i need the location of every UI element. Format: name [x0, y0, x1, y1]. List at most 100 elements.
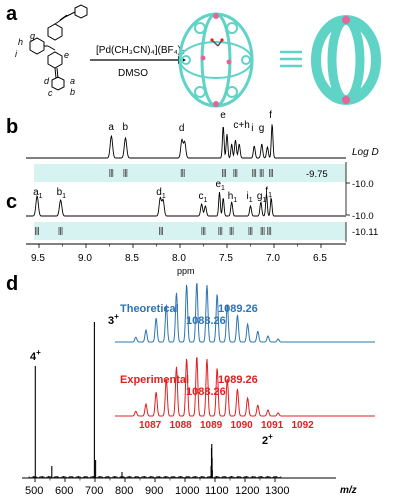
ligand-label-a: a	[70, 76, 75, 86]
mz-tick-label: 1000	[175, 485, 199, 497]
dosy-spot	[259, 169, 261, 177]
peak-label-b: d	[179, 123, 185, 134]
dosy-spot	[180, 169, 182, 177]
dosy-spot	[232, 227, 234, 235]
dosy-spot	[269, 169, 270, 177]
mz-tick-label: 1200	[235, 485, 259, 497]
nmr-spectrum-b	[26, 124, 346, 159]
dosy-spot	[126, 169, 128, 177]
ref-value-c: -10.0	[352, 211, 374, 222]
isotope-tick-label: 1089	[200, 420, 223, 431]
dosy-signals-b	[109, 169, 273, 177]
dosy-spot	[110, 169, 112, 177]
dosy-spot	[160, 227, 162, 235]
ppm-tick-label: 8.0	[172, 253, 186, 264]
dosy-spot	[182, 169, 184, 177]
dosy-spot	[272, 169, 273, 177]
ppm-tick-label: 8.5	[125, 253, 139, 264]
dosy-spot	[252, 169, 254, 177]
ion-3-label: 3+	[108, 312, 119, 327]
cage-structure	[178, 12, 254, 108]
solvent-label: DMSO	[118, 68, 148, 79]
ppm-axis-label: ppm	[177, 266, 195, 276]
ligand-label-d: d	[44, 76, 50, 86]
ligand-label-b: b	[70, 87, 75, 97]
dosy-spot	[268, 227, 270, 235]
dosy-spot	[270, 169, 272, 177]
dosy-spot	[112, 169, 114, 177]
panel-label-d: d	[6, 273, 18, 295]
isotope-tick-label: 1091	[261, 420, 284, 431]
theoretical-label: Theoretical	[120, 303, 179, 315]
dosy-value-b: -9.75	[306, 169, 328, 180]
dosy-spot	[36, 227, 38, 235]
dosy-spot	[255, 169, 257, 177]
dosy-spot	[124, 169, 126, 177]
dosy-spot	[218, 227, 220, 235]
mz-axis-label: m/z	[340, 485, 357, 496]
dosy-spot	[236, 169, 238, 177]
ion-2-label: 2+	[262, 432, 273, 447]
dosy-spot	[261, 169, 263, 177]
guest-molecule	[210, 38, 224, 47]
dosy-spot	[203, 227, 204, 235]
dosy-spot	[253, 169, 255, 177]
peak-label-c: e1	[215, 179, 225, 192]
dosy-spot	[231, 227, 232, 235]
dosy-spot	[159, 227, 160, 235]
peak-label-c: h1	[228, 191, 238, 204]
ligand-label-h: h	[18, 37, 23, 47]
ligand-labels: h g i e d c a b	[15, 31, 75, 98]
dosy-spot	[267, 227, 269, 235]
dosy-spot	[229, 227, 231, 235]
mz-tick-label: 1100	[205, 485, 229, 497]
ppm-tick-label: 9.5	[31, 253, 45, 264]
isotope-tick-label: 1090	[231, 420, 254, 431]
dosy-spot	[223, 169, 225, 177]
isotope-tick-label: 1092	[292, 420, 315, 431]
dosy-spot	[38, 227, 39, 235]
panel-label-c: c	[6, 191, 17, 213]
dosy-spot	[221, 227, 223, 235]
ppm-tick-label: 6.5	[313, 253, 327, 264]
dosy-spot	[219, 227, 221, 235]
ligand-label-c: c	[48, 88, 53, 98]
peak-label-b: i	[251, 123, 253, 134]
ion-4-label: 4+	[30, 348, 41, 363]
ligand-label-e: e	[64, 50, 69, 60]
peak-label-c: f1	[265, 186, 272, 199]
reagent-label: [Pd(CH₃CN)₄](BF₄)₂	[96, 45, 185, 56]
dosy-spot	[58, 227, 60, 235]
experimental-isotope-pattern	[115, 357, 375, 417]
interlocked-rings	[311, 15, 381, 105]
nmr-spectrum-c	[26, 191, 346, 217]
dosy-spot	[251, 227, 253, 235]
isotope-tick-label: 1087	[139, 420, 162, 431]
dosy-spot	[60, 227, 61, 235]
mz-tick-label: 1300	[265, 485, 289, 497]
dosy-spot	[35, 227, 36, 235]
exp-peak-1089: 1089.26	[218, 374, 258, 386]
peak-label-b: e	[220, 110, 226, 121]
dosy-band-b	[34, 164, 346, 182]
dosy-spot	[262, 169, 264, 177]
equivalence-sign	[280, 50, 302, 68]
dosy-spot	[162, 227, 163, 235]
dosy-value-c: -10.11	[352, 227, 378, 238]
peak-label-c: a1	[33, 187, 43, 200]
ring-pd-atoms	[342, 16, 350, 104]
mz-tick-label: 700	[85, 485, 103, 497]
ms-spectrum	[28, 322, 282, 478]
ppm-tick-label: 9.0	[78, 253, 92, 264]
ppm-tick-label: 7.5	[219, 253, 233, 264]
panel-label-a: a	[6, 3, 18, 25]
cage-pd-atoms	[200, 13, 232, 107]
ligand-structure	[29, 4, 88, 91]
dosy-spot	[263, 227, 265, 235]
logd-axis-label: Log D	[352, 147, 379, 158]
theo-peak-1089: 1089.26	[218, 303, 258, 315]
dosy-spot	[123, 169, 125, 177]
